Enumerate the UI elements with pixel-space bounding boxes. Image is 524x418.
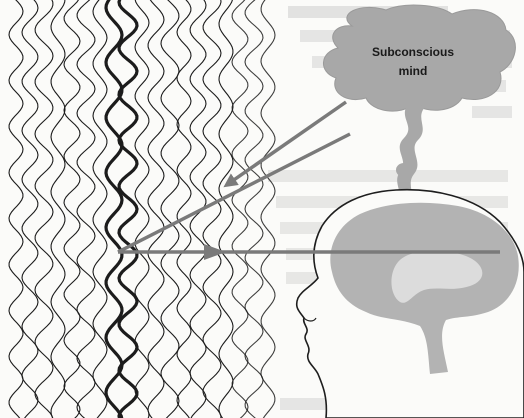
wavy-line [245, 0, 263, 418]
wavy-line [106, 0, 122, 418]
wavy-line [119, 0, 137, 418]
arrowhead-right [204, 244, 226, 260]
cloud-puff [408, 86, 428, 106]
wavy-line [261, 0, 275, 418]
wavy-line [161, 0, 179, 418]
background-text-line [268, 170, 508, 182]
cloud-label-line2: mind [399, 64, 428, 78]
wavy-line [51, 0, 65, 418]
wavy-line [177, 0, 191, 418]
arrow-waves-to-cloud-line [118, 134, 350, 252]
cloud-puff [396, 163, 412, 177]
wavy-lines-field [9, 0, 275, 418]
wavy-line [22, 0, 38, 418]
cloud-label-line1: Subconscious [372, 45, 454, 59]
wavy-line [9, 0, 23, 418]
background-text-line [472, 106, 512, 118]
wavy-line [148, 0, 164, 418]
wavy-line [77, 0, 95, 418]
wavy-line [35, 0, 53, 418]
human-head [297, 190, 524, 418]
